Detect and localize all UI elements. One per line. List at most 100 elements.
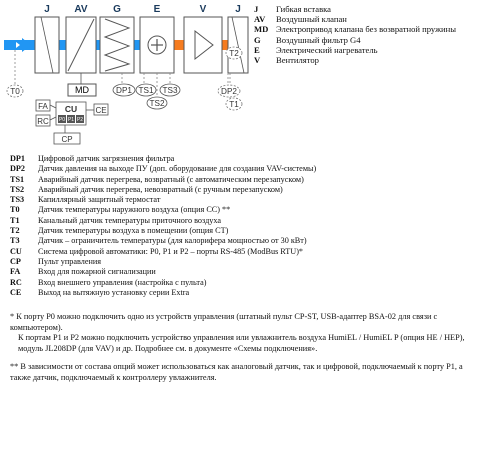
desc-key: T3 xyxy=(10,236,20,246)
desc-key: T0 xyxy=(10,205,20,215)
md-label: MD xyxy=(75,85,89,95)
desc-value: Датчик температуры воздуха в помещении (… xyxy=(38,226,229,236)
legend-value: Электрический нагреватель xyxy=(276,44,378,55)
footnote-1a: * К порту P0 можно подключить одно из ус… xyxy=(10,312,438,332)
desc-value: Вход для пожарной сигнализации xyxy=(38,267,156,277)
sensor-descriptions: DP1 Цифровой датчик загрязнения фильтра D… xyxy=(10,154,475,298)
port-p2 xyxy=(76,115,84,123)
footnotes: * К порту P0 можно подключить одно из ус… xyxy=(10,312,472,384)
desc-value: Канальный датчик температуры приточного … xyxy=(38,215,221,225)
ts3-label: TS3 xyxy=(162,86,177,95)
label-av: AV xyxy=(74,4,87,15)
desc-row: TS2 Аварийный датчик перегрева, невозврат… xyxy=(10,185,475,195)
p1-label: P1 xyxy=(68,117,74,123)
damper-actuator xyxy=(67,83,97,97)
sensor-t0 xyxy=(6,84,24,98)
rc-label: RC xyxy=(37,117,49,126)
legend-key: MD xyxy=(254,24,269,35)
legend-row: E Электрический нагреватель xyxy=(254,45,480,55)
label-e: E xyxy=(154,4,161,15)
sensor-dp1 xyxy=(112,83,136,97)
desc-row: T1 Канальный датчик температуры приточног… xyxy=(10,216,475,226)
desc-key: FA xyxy=(10,267,21,277)
legend-key: E xyxy=(254,44,260,55)
dp1-label: DP1 xyxy=(116,86,132,95)
label-j-1: J xyxy=(44,4,50,15)
desc-key: DP2 xyxy=(10,164,26,174)
sensor-ts2 xyxy=(146,96,168,110)
legend-key: AV xyxy=(254,14,266,25)
legend-value: Гибкая вставка xyxy=(276,4,331,14)
ts1-label: TS1 xyxy=(138,86,153,95)
desc-row: DP2 Датчик давления на выходе ПУ (доп. об… xyxy=(10,164,475,174)
intake-arrowhead-icon xyxy=(16,42,20,48)
sensor-t2 xyxy=(225,46,243,60)
p2-label: P2 xyxy=(77,117,83,123)
sensor-dp2 xyxy=(217,84,241,98)
desc-value: Вход внешнего управления (настройка с пу… xyxy=(38,277,207,287)
flex-insert-1-diagonal xyxy=(40,16,54,74)
ce-label: CE xyxy=(95,106,106,115)
flex-insert-2-diagonal xyxy=(231,16,245,74)
filter-g4 xyxy=(99,16,135,74)
footnote-2: ** В зависимости от состава опций может … xyxy=(10,362,463,382)
sensor-ts1 xyxy=(135,83,157,97)
t0-label: T0 xyxy=(10,87,20,96)
desc-row: T2 Датчик температуры воздуха в помещении… xyxy=(10,226,475,236)
desc-key: CU xyxy=(10,246,22,256)
desc-value: Аварийный датчик перегрева, возвратный (… xyxy=(38,174,304,184)
rc-link xyxy=(49,116,57,121)
intake-arrow-icon xyxy=(22,38,31,52)
desc-value: Датчик – ограничитель температуры (для к… xyxy=(38,236,307,246)
label-g: G xyxy=(113,4,121,15)
legend-value: Электропривод клапана без возвратной пру… xyxy=(276,24,457,35)
sensor-ts3 xyxy=(159,83,181,97)
damper-blade-icon xyxy=(67,18,95,72)
dp2-label: DP2 xyxy=(221,87,237,96)
desc-value: Аварийный датчик перегрева, невозвратный… xyxy=(38,184,283,194)
fa-link xyxy=(49,104,57,109)
label-j-2: J xyxy=(235,4,241,15)
t1-label: T1 xyxy=(229,100,239,109)
legend-row: MD Электропривод клапана без возвратной п… xyxy=(254,24,480,34)
desc-row: DP1 Цифровой датчик загрязнения фильтра xyxy=(10,154,475,164)
desc-row: RC Вход внешнего управления (настройка с … xyxy=(10,278,475,288)
legend-row: J Гибкая вставка xyxy=(254,4,480,14)
desc-key: T1 xyxy=(10,215,20,225)
desc-key: DP1 xyxy=(10,154,26,163)
fan-triangle-icon xyxy=(194,29,214,61)
legend-key: G xyxy=(254,34,261,45)
sensor-t1 xyxy=(225,97,243,111)
legend-key: V xyxy=(254,55,261,66)
desc-value: Капиллярный защитный термостат xyxy=(38,195,161,205)
footnote-1b: К портам P1 и P2 можно подключить устрой… xyxy=(18,333,465,353)
ts2-label: TS2 xyxy=(149,99,164,108)
desc-key: RC xyxy=(10,277,22,287)
cu-label: CU xyxy=(65,104,77,114)
desc-key: CE xyxy=(10,287,22,297)
t2-label: T2 xyxy=(229,49,239,58)
ventilation-schematic: J AV G E V J MD xyxy=(4,4,249,145)
desc-value: Система цифровой автоматики: P0, P1 и P2… xyxy=(38,246,304,256)
desc-row: CU Система цифровой автоматики: P0, P1 и … xyxy=(10,247,475,257)
legend-key: J xyxy=(254,4,259,14)
port-p1 xyxy=(67,115,75,123)
p0-label: P0 xyxy=(59,117,65,123)
control-panel-cp xyxy=(53,132,81,145)
desc-row: FA Вход для пожарной сигнализации xyxy=(10,267,475,277)
desc-row: T3 Датчик – ограничитель температуры (для… xyxy=(10,236,475,246)
legend-value: Воздушный клапан xyxy=(276,14,347,25)
fa-label: FA xyxy=(38,102,48,111)
desc-key: TS2 xyxy=(10,184,25,194)
desc-value: Цифровой датчик загрязнения фильтра xyxy=(38,154,175,163)
port-p0 xyxy=(58,115,66,123)
desc-key: T2 xyxy=(10,226,20,236)
filter-pleats-icon xyxy=(103,18,131,72)
desc-value: Датчик давления на выходе ПУ (доп. обору… xyxy=(38,164,317,174)
